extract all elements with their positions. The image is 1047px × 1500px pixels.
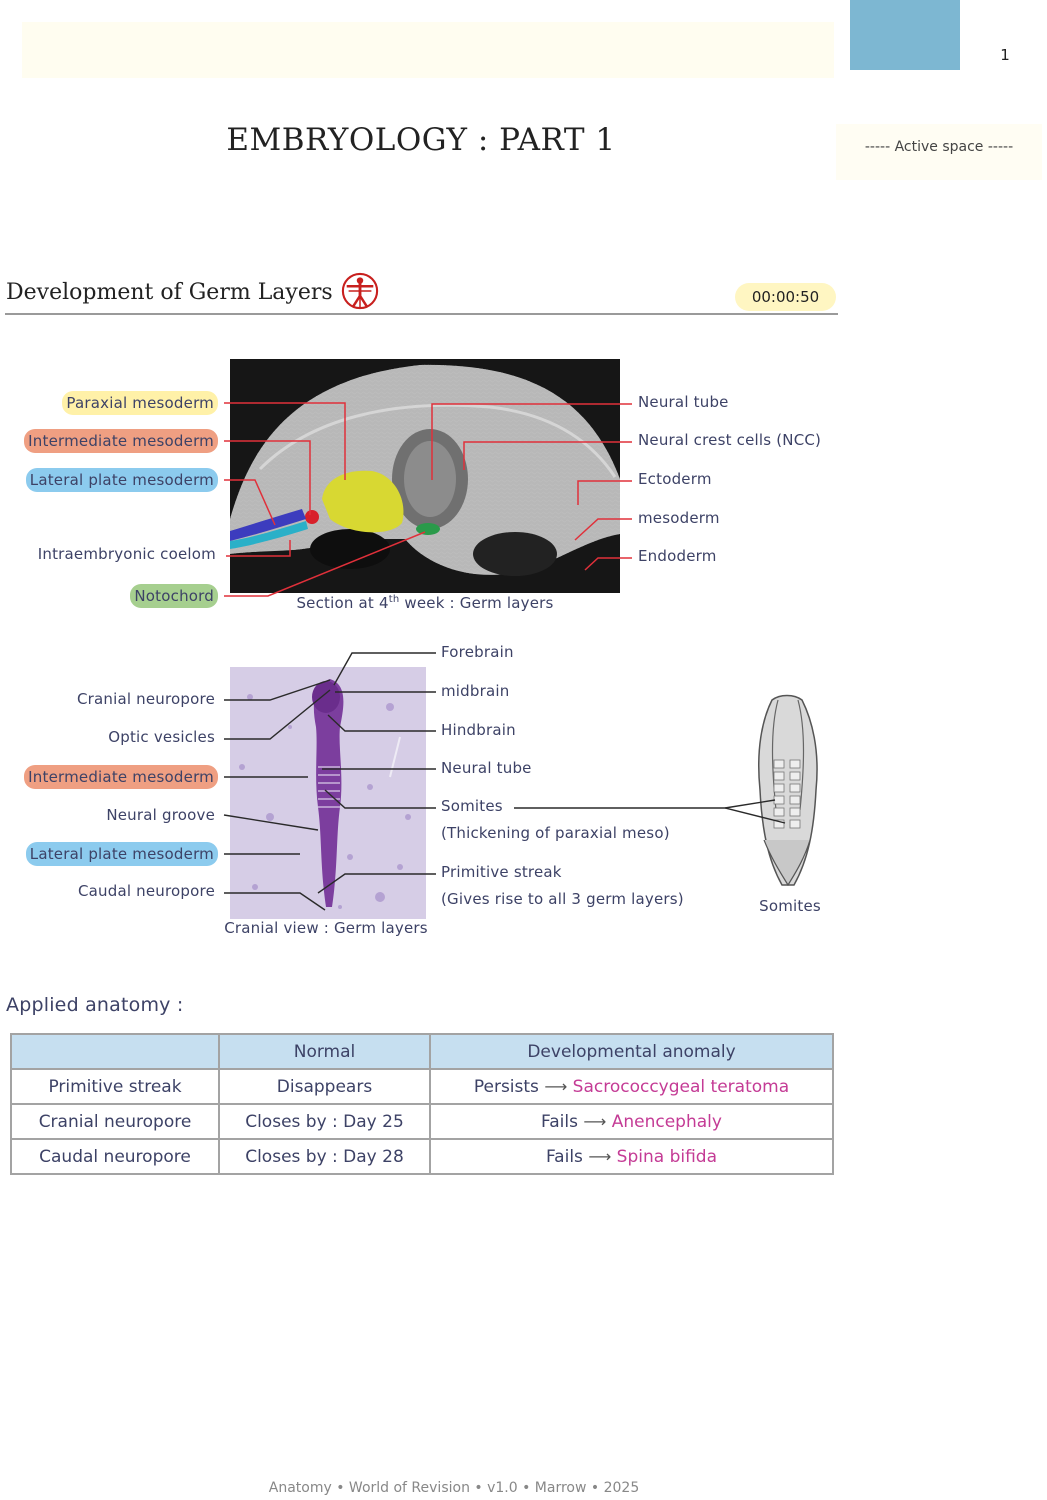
label-mesoderm: mesoderm	[638, 509, 720, 527]
cell-anomaly: Persists ⟶ Sacrococcygeal teratoma	[429, 1068, 834, 1105]
table-header-row: Normal Developmental anomaly	[10, 1033, 834, 1070]
label-midbrain: midbrain	[441, 682, 510, 700]
active-space-box: ----- Active space -----	[836, 124, 1042, 180]
label-intraembryonic-coelom: Intraembryonic coelom	[37, 545, 216, 563]
label-caudal-neuropore: Caudal neuropore	[77, 882, 215, 900]
label-neural-groove: Neural groove	[106, 806, 215, 824]
germ-layer-section-image	[230, 359, 620, 593]
cranial-view-embryo-image	[230, 667, 426, 919]
label-somites-note: (Thickening of paraxial meso)	[441, 824, 670, 842]
applied-anatomy-title: Applied anatomy :	[6, 994, 184, 1016]
label-intermediate-mesoderm-2: Intermediate mesoderm	[24, 765, 218, 789]
figure1-caption: Section at 4th week : Germ layers	[296, 594, 554, 612]
anomaly-event: Fails	[545, 1146, 583, 1167]
anomaly-event: Persists	[473, 1076, 539, 1097]
header-strip	[22, 22, 834, 78]
label-optic-vesicles: Optic vesicles	[108, 728, 215, 746]
label-neural-tube: Neural tube	[638, 393, 729, 411]
label-primitive-streak-note: (Gives rise to all 3 germ layers)	[441, 890, 684, 908]
header-developmental-anomaly: Developmental anomaly	[429, 1033, 834, 1070]
applied-anatomy-table: Normal Developmental anomaly Primitive s…	[10, 1033, 834, 1175]
somites-caption: Somites	[759, 897, 821, 915]
label-lateral-plate-mesoderm-2: Lateral plate mesoderm	[25, 842, 218, 866]
document-title: EMBRYOLOGY : PART 1	[226, 122, 616, 158]
page-number: 1	[1000, 46, 1010, 64]
arrow-icon: ⟶	[583, 1111, 607, 1131]
anomaly-name: Sacrococcygeal teratoma	[572, 1076, 790, 1097]
cell-structure: Cranial neuropore	[10, 1103, 220, 1140]
anomaly-event: Fails	[541, 1111, 578, 1132]
cell-structure: Caudal neuropore	[10, 1138, 220, 1175]
section-divider	[5, 313, 838, 315]
table-row: Primitive streak Disappears Persists ⟶ S…	[10, 1068, 834, 1105]
page-footer: Anatomy • World of Revision • v1.0 • Mar…	[268, 1480, 640, 1496]
label-somites: Somites	[441, 797, 503, 815]
cell-structure: Primitive streak	[10, 1068, 220, 1105]
label-lateral-plate-mesoderm: Lateral plate mesoderm	[25, 468, 218, 492]
label-neural-tube-2: Neural tube	[441, 759, 532, 777]
label-notochord: Notochord	[130, 584, 218, 608]
header-tab-block	[850, 0, 960, 70]
cell-normal: Closes by : Day 25	[218, 1103, 431, 1140]
label-forebrain: Forebrain	[441, 643, 514, 661]
label-primitive-streak: Primitive streak	[441, 863, 562, 881]
cell-anomaly: Fails ⟶ Spina bifida	[429, 1138, 834, 1175]
label-cranial-neuropore: Cranial neuropore	[76, 690, 215, 708]
cell-normal: Disappears	[218, 1068, 431, 1105]
label-hindbrain: Hindbrain	[441, 721, 516, 739]
label-paraxial-mesoderm: Paraxial mesoderm	[62, 391, 218, 415]
cell-anomaly: Fails ⟶ Anencephaly	[429, 1103, 834, 1140]
cell-normal: Closes by : Day 28	[218, 1138, 431, 1175]
label-intermediate-mesoderm: Intermediate mesoderm	[24, 429, 218, 453]
vitruvian-man-icon	[341, 272, 379, 310]
header-normal: Normal	[218, 1033, 431, 1070]
arrow-icon: ⟶	[544, 1076, 568, 1096]
header-structure	[10, 1033, 220, 1070]
label-endoderm: Endoderm	[638, 547, 717, 565]
arrow-icon: ⟶	[588, 1146, 612, 1166]
table-row: Cranial neuropore Closes by : Day 25 Fai…	[10, 1103, 834, 1140]
section-title: Development of Germ Layers	[6, 280, 333, 305]
somites-illustration	[758, 694, 818, 887]
label-ectoderm: Ectoderm	[638, 470, 712, 488]
table-row: Caudal neuropore Closes by : Day 28 Fail…	[10, 1138, 834, 1175]
timestamp-badge[interactable]: 00:00:50	[735, 283, 836, 311]
anomaly-name: Spina bifida	[616, 1146, 718, 1167]
figure2-caption: Cranial view : Germ layers	[224, 919, 428, 937]
anomaly-name: Anencephaly	[611, 1111, 722, 1132]
label-neural-crest-cells: Neural crest cells (NCC)	[638, 431, 822, 449]
